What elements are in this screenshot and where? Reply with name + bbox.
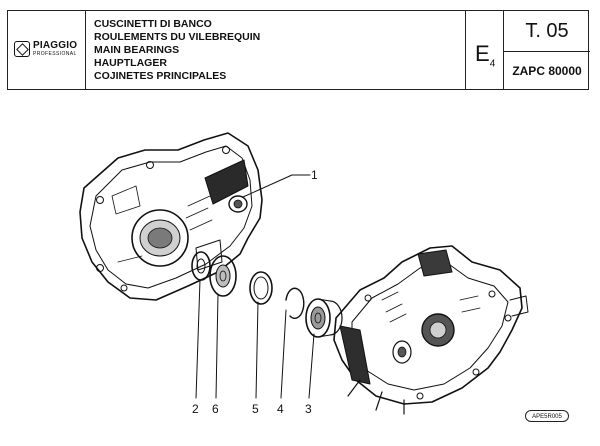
leader-lines — [195, 174, 315, 399]
leader-line-6 — [215, 293, 219, 399]
callout-1: 1 — [311, 168, 318, 182]
callout-6: 6 — [212, 402, 219, 416]
title-german: HAUPTLAGER — [94, 57, 167, 69]
piaggio-emblem-icon — [14, 41, 30, 57]
leader-line-2 — [195, 279, 201, 399]
leader-line-1 — [242, 174, 311, 198]
callout-2: 2 — [192, 402, 199, 416]
circlip-4 — [285, 287, 305, 319]
ring-5 — [249, 271, 273, 305]
leader-line-4 — [280, 309, 287, 399]
title-block: PIAGGIO PROFESSIONAL CUSCINETTI DI BANCO… — [7, 10, 590, 90]
bearing-2 — [191, 251, 211, 281]
title-english: MAIN BEARINGS — [94, 44, 180, 56]
leader-line-5 — [255, 301, 259, 399]
logo-cell: PIAGGIO PROFESSIONAL — [8, 11, 86, 89]
brand-name: PIAGGIO — [33, 40, 78, 51]
title-spanish: COJINETES PRINCIPALES — [94, 70, 227, 82]
crankcase-left-half — [79, 132, 263, 301]
title-french: ROULEMENTS DU VILEBREQUIN — [94, 31, 261, 43]
bearing-3 — [305, 298, 343, 338]
brand-subtitle: PROFESSIONAL — [33, 51, 77, 57]
leader-line-3 — [308, 333, 315, 399]
table-reference: T. 05 — [504, 11, 590, 52]
section-code-cell: E4 — [466, 11, 504, 89]
section-code: E4 — [475, 41, 495, 69]
title-italian: CUSCINETTI DI BANCO — [94, 18, 212, 30]
crankcase-right-half — [333, 245, 529, 415]
oil-seal-6 — [209, 255, 237, 297]
model-code: ZAPC 80000 — [512, 64, 582, 78]
section-code-sub: 4 — [489, 58, 496, 70]
titles-cell: CUSCINETTI DI BANCO ROULEMENTS DU VILEBR… — [86, 11, 466, 89]
callout-5: 5 — [252, 402, 259, 416]
reference-cell: T. 05 ZAPC 80000 — [504, 11, 590, 89]
piaggio-logo: PIAGGIO PROFESSIONAL — [14, 41, 77, 57]
multilingual-title: CUSCINETTI DI BANCO ROULEMENTS DU VILEBR… — [94, 18, 260, 83]
section-code-letter: E — [475, 41, 490, 66]
callout-4: 4 — [277, 402, 284, 416]
callout-3: 3 — [305, 402, 312, 416]
drawing-reference-stamp: APE5R005 — [525, 410, 569, 422]
